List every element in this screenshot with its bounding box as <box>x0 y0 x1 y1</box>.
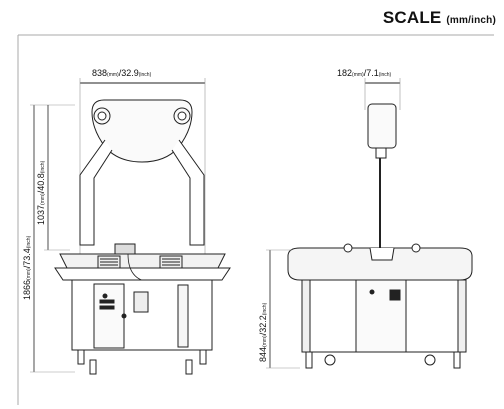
side-view <box>287 78 473 369</box>
side-width-unit-inch: (inch) <box>378 72 392 78</box>
side-head-panel <box>367 103 397 149</box>
total-height-value: 1866 <box>22 279 32 300</box>
upper-height-value-inch: /40.8 <box>36 173 46 194</box>
coin-door <box>93 283 125 349</box>
control-box <box>114 243 136 255</box>
upper-height-unit-mm: (mm) <box>40 193 46 205</box>
front-height-dims <box>30 104 75 373</box>
upper-height-label: 1037(mm)/40.8(inch) <box>36 161 46 225</box>
front-width-unit-inch: (inch) <box>138 72 152 78</box>
front-view <box>54 78 231 375</box>
side-width-value-inch: /7.1 <box>363 68 379 78</box>
front-top-tray <box>59 253 226 269</box>
total-height-value-inch: /73.4 <box>22 248 32 269</box>
base-height-value: 844 <box>258 346 268 362</box>
side-width-value: 182 <box>337 68 353 78</box>
title-unit: (mm/inch) <box>446 15 496 26</box>
left-speaker <box>93 107 111 125</box>
side-top-tray <box>287 247 473 281</box>
right-speaker <box>173 107 191 125</box>
page-title: SCALE (mm/inch) <box>383 8 496 28</box>
base-height-label: 844(mm)/32.2(inch) <box>258 303 268 362</box>
upper-height-value: 1037 <box>36 204 46 225</box>
title-text: SCALE <box>382 8 442 27</box>
front-width-value-inch: /32.9 <box>118 68 139 78</box>
total-height-unit-inch: (inch) <box>26 235 32 249</box>
front-width-unit-mm: (mm) <box>107 72 119 78</box>
base-height-unit-inch: (inch) <box>262 302 268 316</box>
front-width-label: 838(mm)/32.9(inch) <box>92 68 151 78</box>
base-height-value-inch: /32.2 <box>258 315 268 336</box>
front-base-cabinet <box>71 279 213 351</box>
total-height-unit-mm: (mm) <box>26 268 32 280</box>
wheel <box>324 354 336 366</box>
upper-height-unit-inch: (inch) <box>40 160 46 174</box>
total-height-label: 1866(mm)/73.4(inch) <box>22 236 32 300</box>
front-width-value: 838 <box>92 68 108 78</box>
wheel <box>424 354 436 366</box>
side-width-label: 182(mm)/7.1(inch) <box>337 68 391 78</box>
side-width-unit-mm: (mm) <box>352 72 364 78</box>
base-height-unit-mm: (mm) <box>262 335 268 347</box>
side-height-dim <box>266 249 300 369</box>
